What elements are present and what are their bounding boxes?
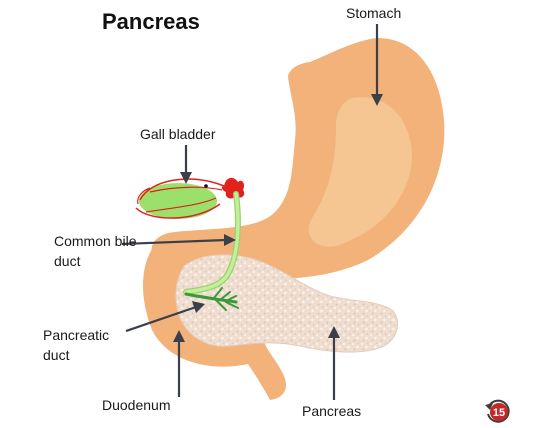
stomach-arrow	[371, 24, 383, 106]
common-bile-duct-label-line1: Common bile	[54, 233, 137, 249]
replay-icon[interactable]: 15	[484, 397, 512, 425]
pointer-arrows	[121, 24, 383, 400]
pancreatic-duct-arrow	[125, 301, 205, 333]
pancreas-organ	[175, 254, 399, 353]
gall-bladder-label: Gall bladder	[140, 126, 216, 142]
replay-badge-number: 15	[493, 407, 505, 419]
bile-duct-system	[183, 191, 241, 311]
duodenum-arrow	[173, 330, 185, 397]
duodenum-label: Duodenum	[102, 397, 171, 413]
pancreas-label: Pancreas	[302, 403, 362, 419]
stomach-label: Stomach	[346, 5, 402, 21]
pancreas-arrow	[328, 326, 340, 400]
gall-bladder-organ	[135, 178, 225, 219]
common-bile-duct-label-line2: duct	[54, 253, 81, 269]
gall-bladder-red-blob	[221, 177, 245, 199]
pancreatic-duct-label-line1: Pancreatic	[43, 327, 110, 343]
duodenum-organ	[143, 232, 286, 400]
pancreatic-duct-label-line2: duct	[43, 347, 70, 363]
stomach-organ	[151, 38, 445, 280]
page-title: Pancreas	[102, 9, 200, 34]
gall-bladder-arrow	[180, 145, 192, 184]
common-bile-duct-arrow	[121, 234, 236, 246]
